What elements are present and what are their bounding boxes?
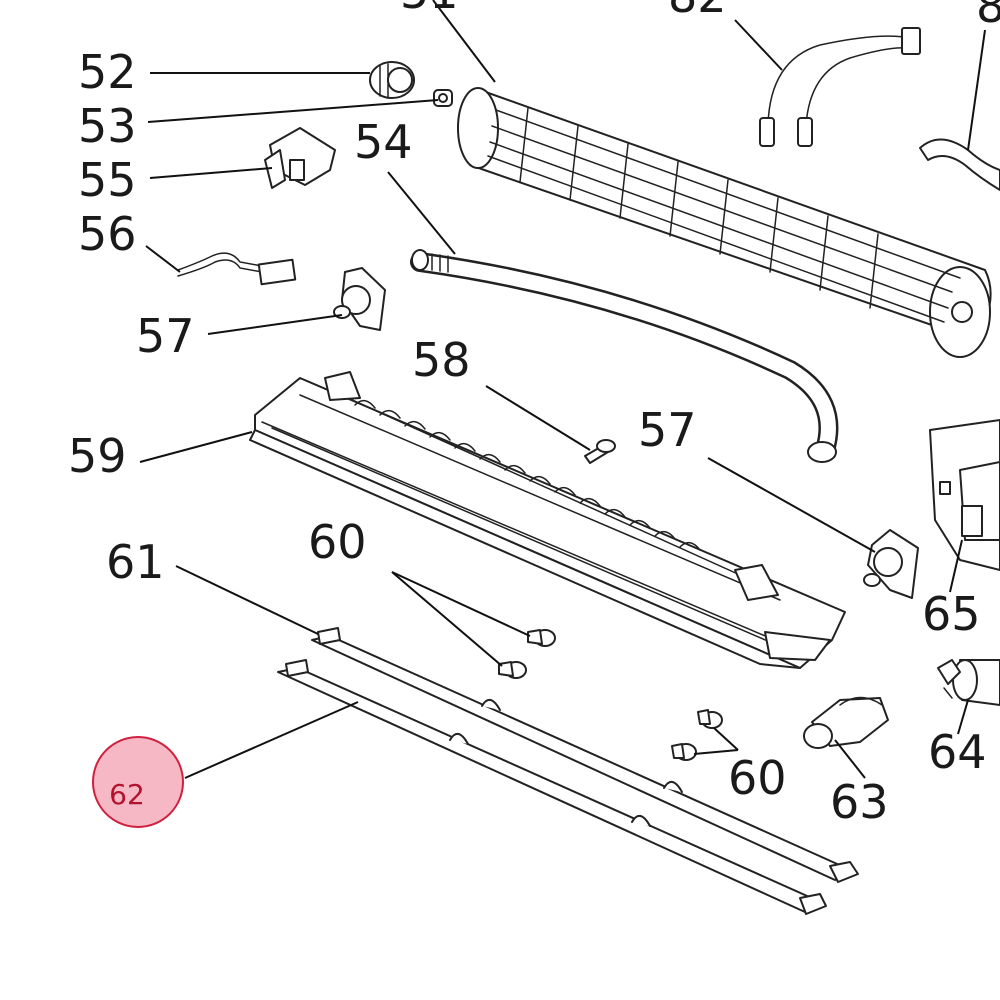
callout-82: 82: [668, 0, 727, 23]
part-53-nut: [433, 89, 453, 107]
callout-58: 58: [412, 333, 471, 387]
callout-57-upper: 57: [136, 309, 195, 363]
leader-lines: [139, 0, 986, 779]
callout-53: 53: [78, 99, 137, 153]
part-52-bushing: [369, 61, 415, 99]
highlight-marker-62[interactable]: 62: [92, 736, 184, 828]
callout-52: 52: [78, 45, 137, 99]
part-54-drain-hose: [410, 249, 839, 463]
part-61-vane-upper: [311, 627, 859, 883]
callout-60-center: 60: [308, 515, 367, 569]
part-57-bearing-holder-lower: [863, 529, 919, 599]
callout-56: 56: [78, 207, 137, 261]
callout-61: 61: [106, 535, 165, 589]
part-64-stepping-motor: [937, 659, 1000, 706]
part-55-motor-clamp: [264, 127, 336, 189]
part-56-lead-wire: [177, 252, 297, 286]
part-63-louver-motor: [803, 696, 889, 749]
part-57-bearing-holder-upper: [333, 267, 386, 331]
part-83-pipe: [919, 138, 1000, 191]
crossflow-fan: [457, 87, 992, 358]
callout-63: 63: [830, 775, 889, 829]
callout-51: 51: [400, 0, 459, 19]
part-82-sensor: [759, 27, 921, 147]
part-65-control-box: [929, 419, 1000, 571]
callout-57-lower: 57: [638, 403, 697, 457]
callout-83: 83: [976, 0, 1000, 33]
callout-62: 62: [109, 778, 145, 811]
part-59-drain-pan: [249, 371, 846, 669]
callout-55: 55: [78, 153, 137, 207]
part-58-screw: [584, 439, 616, 464]
part-60-screws-right: [671, 709, 723, 761]
part-60-screws-center: [498, 629, 556, 679]
callout-54: 54: [354, 115, 413, 169]
callout-64: 64: [928, 725, 987, 779]
callout-59: 59: [68, 429, 127, 483]
highlight-circle[interactable]: [92, 736, 184, 828]
part-62-vane-lower: [277, 659, 827, 915]
callout-65: 65: [922, 587, 981, 641]
callout-60-right: 60: [728, 751, 787, 805]
